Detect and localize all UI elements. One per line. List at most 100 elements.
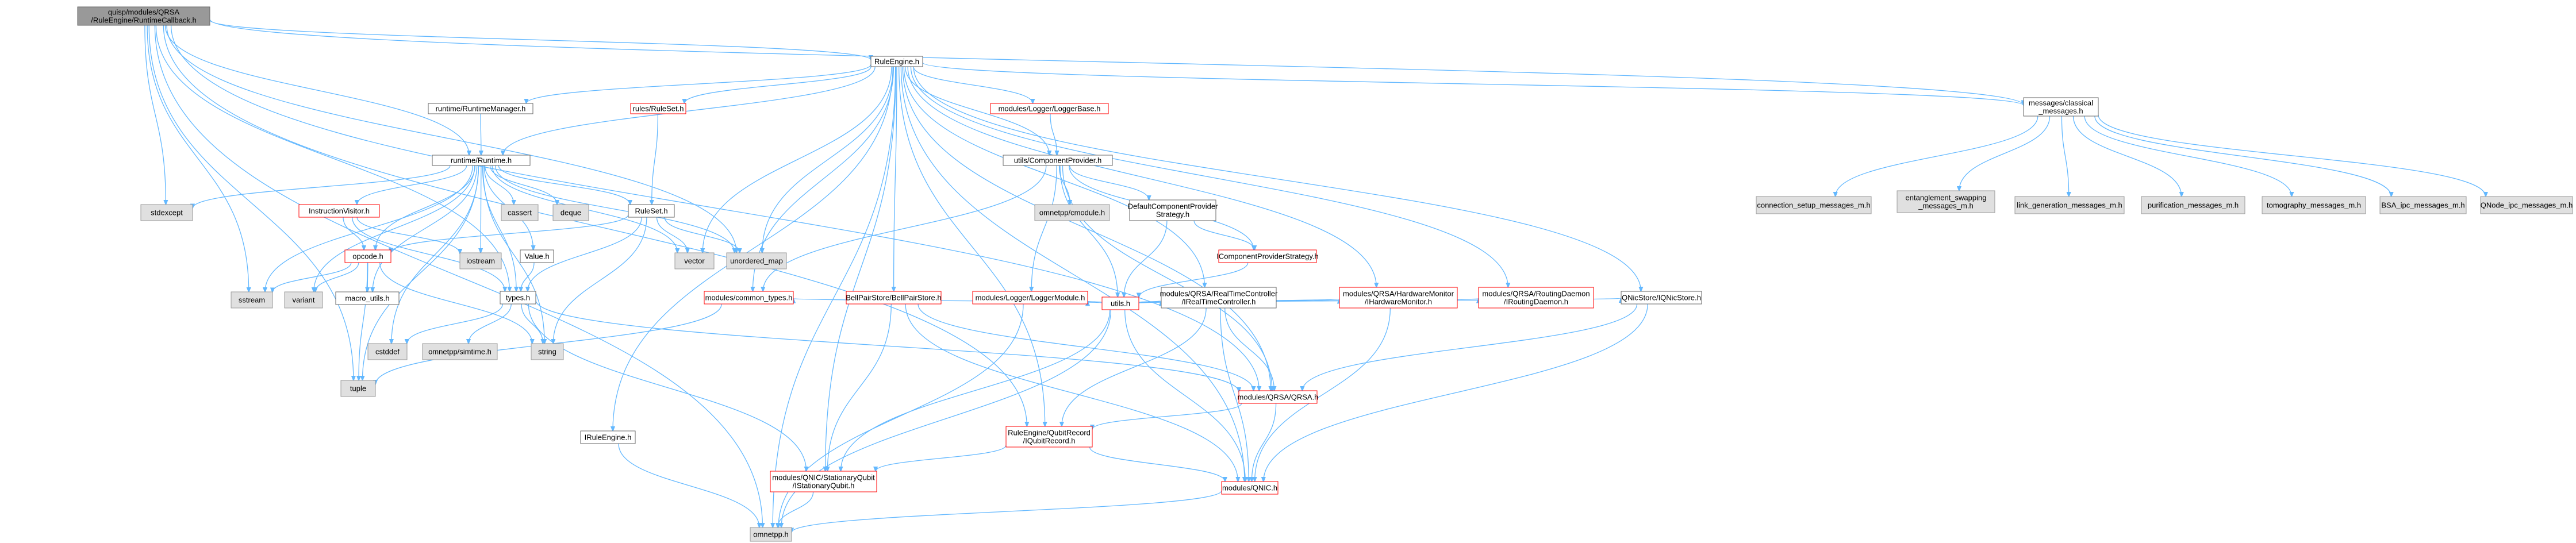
node-iostream-box (459, 252, 502, 269)
node-routingdaemon[interactable]: modules/QRSA/RoutingDaemon/IRoutingDaemo… (1478, 287, 1594, 309)
edge-types-to-string (521, 303, 543, 344)
edge-runtime-to-tuple (363, 165, 479, 380)
node-commontypes[interactable]: modules/common_types.h (704, 291, 794, 305)
node-purif[interactable]: purification_messages_m.h (2141, 196, 2245, 214)
node-vector[interactable]: vector (674, 252, 715, 269)
dependency-nodes: quisp/modules/QRSA/RuleEngine/RuntimeCal… (77, 6, 2573, 542)
edge-hwmonitor-to-qnic (1255, 307, 1391, 482)
node-unorderedmap[interactable]: unordered_map (726, 252, 787, 269)
node-linkgen[interactable]: link_generation_messages_m.h (2014, 196, 2125, 214)
edge-root-to-stdexcept (144, 25, 166, 205)
node-tuple[interactable]: tuple (340, 380, 376, 397)
edge-opcode-to-tuple (359, 262, 368, 380)
node-runtime[interactable]: runtime/Runtime.h (432, 155, 531, 166)
node-realtime[interactable]: modules/QRSA/RealTimeController/IRealTim… (1160, 287, 1278, 309)
node-qnodeipc[interactable]: QNode_ipc_messages_m.h (2480, 196, 2573, 214)
node-bsa[interactable]: BSA_ipc_messages_m.h (2379, 196, 2467, 214)
node-simtime[interactable]: omnetpp/simtime.h (422, 343, 498, 360)
node-msgclassical-box (2023, 97, 2099, 117)
node-tomo[interactable]: tomography_messages_m.h (2262, 196, 2366, 214)
node-sstream-label-0: sstream (239, 296, 265, 305)
node-ruleengine[interactable]: RuleEngine.h (870, 56, 923, 67)
node-deque[interactable]: deque (552, 204, 589, 221)
node-opcode-box (344, 249, 391, 263)
edge-stationary-to-omnetpp (778, 491, 814, 527)
edge-qrsa-to-qnic (1251, 403, 1277, 482)
node-compprovider-box (1003, 155, 1113, 166)
edge-msgclassical-to-tomo (2084, 115, 2291, 197)
node-purif-box (2141, 196, 2245, 214)
node-omnetppmodule-box (1034, 204, 1110, 221)
node-icompstrat-box (1218, 249, 1317, 263)
node-root[interactable]: quisp/modules/QRSA/RuleEngine/RuntimeCal… (77, 6, 210, 26)
node-runtimemanager[interactable]: runtime/RuntimeManager.h (428, 103, 533, 114)
node-ruleset-label-0: RuleSet.h (635, 207, 667, 215)
node-loggermodule[interactable]: modules/Logger/LoggerModule.h (972, 291, 1088, 305)
node-bellpair[interactable]: BellPairStore/BellPairStore.h (846, 291, 942, 305)
node-loggerbase-label-0: modules/Logger/LoggerBase.h (999, 105, 1101, 113)
node-iostream[interactable]: iostream (459, 252, 502, 269)
node-macroutils[interactable]: macro_utils.h (335, 291, 400, 305)
edge-ruleengine-to-runtime (503, 66, 876, 155)
edge-runtime-to-ruleset (498, 165, 630, 205)
node-macroutils-box (335, 291, 400, 305)
node-string-box (531, 343, 564, 360)
node-msgclassical-label-0: messages/classical (2029, 99, 2093, 107)
node-msgclassical[interactable]: messages/classical_messages.h (2023, 97, 2099, 117)
node-ruleengine-label-0: RuleEngine.h (874, 57, 919, 66)
edge-ruleengine-to-qnicstore (913, 66, 1641, 291)
node-realtime-label-1: /IRealTimeController.h (1182, 298, 1256, 306)
node-compprovider[interactable]: utils/ComponentProvider.h (1003, 155, 1113, 166)
edge-runtime-to-instrvisitor (357, 165, 467, 205)
node-stationary[interactable]: modules/QNIC/StationaryQubit/IStationary… (770, 471, 877, 492)
node-qnicstore[interactable]: QNicStore/IQNicStore.h (1621, 291, 1702, 305)
node-iruleengine[interactable]: IRuleEngine.h (580, 430, 636, 444)
node-loggerbase[interactable]: modules/Logger/LoggerBase.h (990, 103, 1109, 114)
edge-root-to-omnetpp (154, 25, 762, 527)
edge-runtime-to-variant (314, 165, 475, 292)
node-ruleset[interactable]: RuleSet.h (628, 204, 675, 218)
node-stdexcept[interactable]: stdexcept (140, 204, 193, 221)
edge-bellpair-to-qrsa (917, 303, 1254, 391)
node-macroutils-label-0: macro_utils.h (345, 294, 389, 303)
node-hwmonitor[interactable]: modules/QRSA/HardwareMonitor/IHardwareMo… (1339, 287, 1458, 309)
node-icompstrat[interactable]: IComponentProviderStrategy.h (1216, 249, 1319, 263)
node-qrsa[interactable]: modules/QRSA/QRSA.h (1238, 390, 1319, 404)
node-cassert[interactable]: cassert (501, 204, 539, 221)
node-iruleengine-box (580, 430, 636, 444)
node-realtime-box (1161, 287, 1277, 309)
node-stationary-label-1: /IStationaryQubit.h (793, 482, 855, 490)
node-loggermodule-label-0: modules/Logger/LoggerModule.h (976, 294, 1085, 302)
node-opcode[interactable]: opcode.h (344, 249, 391, 263)
edge-instrvisitor-to-iostream (356, 217, 460, 253)
node-entswap-box (1897, 190, 1995, 213)
edge-types-to-simtime (469, 303, 512, 344)
node-utils[interactable]: utils.h (1101, 296, 1139, 310)
node-cstddef[interactable]: cstddef (367, 343, 408, 360)
node-qnodeipc-label-0: QNode_ipc_messages_m.h (2481, 201, 2573, 210)
node-omnetppmodule[interactable]: omnetpp/cmodule.h (1034, 204, 1110, 221)
edge-ruleset-to-unorderedmap (664, 217, 740, 253)
node-value[interactable]: Value.h (520, 249, 554, 263)
node-types[interactable]: types.h (500, 291, 536, 305)
node-entswap[interactable]: entanglement_swapping_messages_m.h (1897, 190, 1995, 213)
node-rulesruleset[interactable]: rules/RuleSet.h (630, 103, 686, 114)
node-connsetup-label-0: connection_setup_messages_m.h (1757, 201, 1870, 210)
edge-compprovider-to-utils (1059, 165, 1118, 297)
node-qubitrecord[interactable]: RuleEngine/QubitRecord/IQubitRecord.h (1005, 426, 1093, 448)
node-omnetpp-label-0: omnetpp.h (753, 530, 788, 539)
node-deque-label-0: deque (560, 209, 581, 217)
node-omnetpp[interactable]: omnetpp.h (750, 527, 792, 542)
node-connsetup[interactable]: connection_setup_messages_m.h (1756, 196, 1872, 214)
node-string-label-0: string (538, 348, 556, 356)
node-qnic[interactable]: modules/QNIC.h (1221, 481, 1279, 495)
node-variant[interactable]: variant (284, 291, 323, 309)
edge-instrvisitor-to-types (352, 217, 505, 291)
node-sstream[interactable]: sstream (231, 291, 273, 309)
edge-utils-to-loggermodule (1088, 301, 1103, 302)
edge-ruleengine-to-stationary (826, 66, 897, 471)
node-string[interactable]: string (531, 343, 564, 360)
edge-opcode-to-sstream (272, 262, 352, 292)
node-instrvisitor[interactable]: InstructionVisitor.h (298, 204, 380, 218)
